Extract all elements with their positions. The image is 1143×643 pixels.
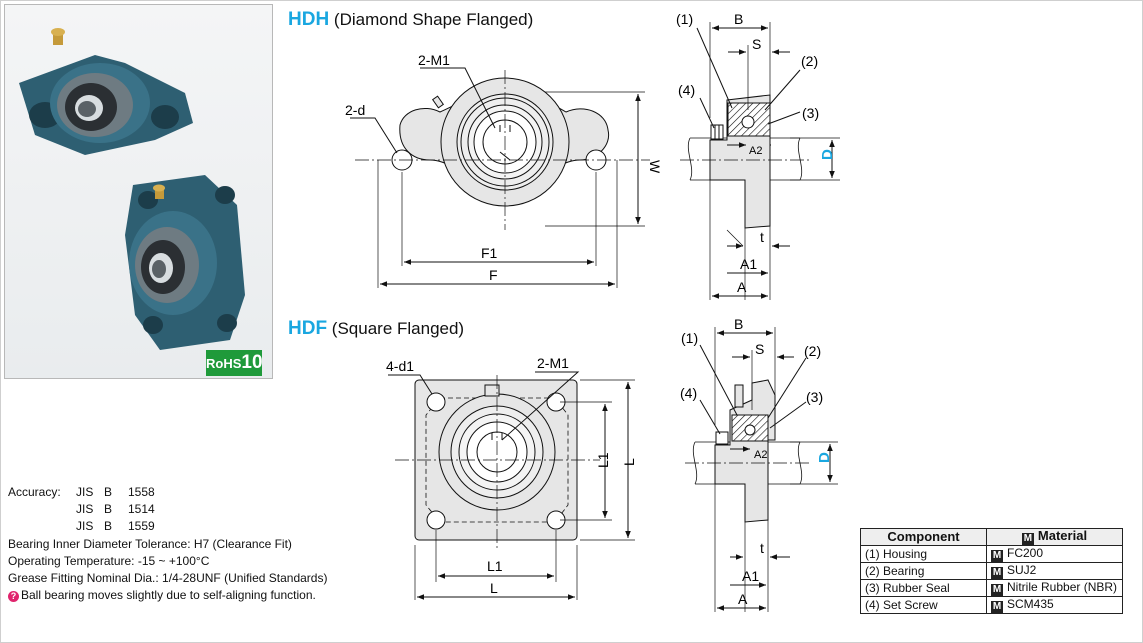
hdh-title: HDH (Diamond Shape Flanged) (288, 9, 533, 31)
table-row: (2) Bearing M SUJ2 (860, 562, 1123, 580)
component-cell: (4) Set Screw (860, 596, 987, 614)
material-m-icon: M (991, 567, 1003, 579)
material-value: FC200 (1007, 546, 1044, 560)
hdh-a1-label: A1 (740, 256, 757, 272)
hdh-w-label: W (647, 160, 663, 174)
material-value: SUJ2 (1007, 563, 1037, 577)
component-cell: (1) Housing (860, 545, 987, 563)
hdf-name: (Square Flanged) (331, 319, 465, 338)
hdf-a2-label: A2 (754, 449, 767, 461)
rohs-badge: RoHS10 (206, 350, 263, 376)
material-m-icon: M (991, 584, 1003, 596)
hdf-code: HDF (288, 318, 328, 339)
hdh-setscrew-label: 2-M1 (418, 52, 450, 68)
hdh-holes-label: 2-d (345, 102, 365, 118)
hdh-b-label: B (734, 11, 743, 27)
hdh-part2-label: (2) (801, 53, 818, 69)
hdh-s-label: S (752, 36, 761, 52)
material-cell: M SCM435 (986, 596, 1123, 614)
grease-text: Grease Fitting Nominal Dia.: 1/4-28UNF (… (8, 571, 328, 586)
hdh-a2-label: A2 (749, 145, 762, 157)
hdf-l1-horizontal-label: L1 (487, 558, 503, 574)
hdf-front-view (388, 371, 635, 600)
material-m-icon: M (991, 550, 1003, 562)
material-cell: M Nitrile Rubber (NBR) (986, 579, 1123, 597)
product-photo-art (19, 28, 245, 350)
component-cell: (3) Rubber Seal (860, 579, 987, 597)
product-photo: RoHS10 (4, 4, 273, 379)
diamond-unit-image (19, 28, 193, 155)
info-icon: ? (8, 591, 19, 603)
accuracy-row-2: JIS B 1514 (8, 501, 327, 518)
table-row: (1) Housing M FC200 (860, 545, 1123, 563)
material-m-icon: M (1021, 533, 1034, 545)
hdh-code: HDH (288, 9, 330, 30)
hdh-front-view (350, 67, 650, 288)
hdf-a-label: A (738, 591, 748, 607)
standard-mid: B (104, 502, 113, 517)
accuracy-row-1: Accuracy: JIS B 1558 (8, 484, 327, 501)
component-header: Component (860, 528, 987, 546)
hdh-part1-label: (1) (676, 11, 693, 27)
accuracy-label: Accuracy: (8, 485, 61, 499)
hdh-name: (Diamond Shape Flanged) (333, 10, 534, 29)
hdf-t-label: t (760, 540, 764, 556)
standard-org: JIS (76, 485, 94, 499)
material-cell: M FC200 (986, 545, 1123, 563)
hdf-setscrew-label: 2-M1 (537, 355, 569, 371)
standard-mid: B (104, 519, 113, 534)
hdh-a-label: A (737, 279, 747, 295)
hdf-l1-vertical-label: L1 (595, 452, 611, 468)
square-unit-image (125, 175, 245, 350)
hdf-b-label: B (734, 316, 743, 332)
hdf-l-vertical-label: L (621, 458, 637, 466)
hdf-s-label: S (755, 341, 764, 357)
note-row: ?Ball bearing moves slightly due to self… (8, 587, 327, 604)
note-text: Ball bearing moves slightly due to self-… (21, 588, 316, 603)
table-row: (4) Set Screw M SCM435 (860, 596, 1123, 614)
standard-org: JIS (76, 519, 94, 534)
hdf-a1-label: A1 (742, 568, 759, 584)
accuracy-row-3: JIS B 1559 (8, 518, 327, 535)
hdh-part3-label: (3) (802, 105, 819, 121)
standard-mid: B (104, 485, 113, 499)
material-value: Nitrile Rubber (NBR) (1007, 580, 1118, 594)
hdf-part2-label: (2) (804, 343, 821, 359)
standard-num: 1514 (128, 502, 155, 517)
component-cell: (2) Bearing (860, 562, 987, 580)
hdf-d-label: D (816, 452, 833, 463)
hdh-f1-label: F1 (481, 245, 498, 261)
temperature-text: Operating Temperature: -15 ~ +100°C (8, 553, 210, 568)
standard-org: JIS (76, 502, 94, 517)
material-cell: M SUJ2 (986, 562, 1123, 580)
hdh-side-view (680, 22, 840, 300)
material-header-text: Material (1037, 528, 1088, 543)
material-value: SCM435 (1007, 597, 1054, 611)
hdh-part4-label: (4) (678, 82, 695, 98)
tolerance-text: Bearing Inner Diameter Tolerance: H7 (Cl… (8, 536, 292, 551)
hdf-side-view (685, 327, 838, 612)
specifications: Accuracy: JIS B 1558 JIS B 1514 JIS B 15… (8, 484, 327, 604)
hdh-f-label: F (489, 267, 498, 283)
hdf-part1-label: (1) (681, 330, 698, 346)
hdh-d-label: D (819, 149, 836, 160)
material-m-icon: M (991, 601, 1003, 613)
hdf-title: HDF (Square Flanged) (288, 318, 464, 340)
hdh-t-label: t (760, 229, 764, 245)
hdf-l-horizontal-label: L (490, 580, 498, 596)
hdf-part4-label: (4) (680, 385, 697, 401)
hdf-part3-label: (3) (806, 389, 823, 405)
standard-num: 1558 (128, 485, 155, 499)
standard-num: 1559 (128, 519, 155, 534)
hdf-holes-label: 4-d1 (386, 358, 414, 374)
table-row: (3) Rubber Seal M Nitrile Rubber (NBR) (860, 579, 1123, 597)
